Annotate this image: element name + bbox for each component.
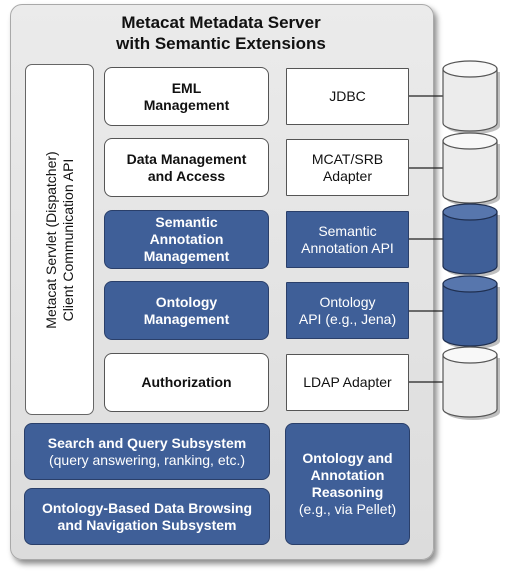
box-line: EML xyxy=(171,79,202,96)
semantic-annotation-management-box: Semantic Annotation Management xyxy=(104,210,269,269)
box-line: Ontology-Based Data Browsing xyxy=(41,499,253,516)
box-line: Authorization xyxy=(141,374,232,390)
title-line-1: Metacat Metadata Server xyxy=(121,13,321,32)
jdbc-adapter-box: JDBC xyxy=(286,68,409,125)
box-line: (e.g., via Pellet) xyxy=(298,501,397,517)
box-line: JDBC xyxy=(329,88,366,104)
box-line: Annotation xyxy=(310,467,385,483)
box-line: MCAT/SRB xyxy=(311,150,384,167)
data-management-box: Data Management and Access xyxy=(104,138,269,197)
mcat-srb-adapter-box: MCAT/SRB Adapter xyxy=(286,139,409,196)
box-line: Management xyxy=(143,96,230,113)
metacat-servlet-box: Metacat Servlet (Dispatcher) Client Comm… xyxy=(25,64,94,415)
authorization-box: Authorization xyxy=(104,353,269,412)
box-line: Semantic xyxy=(155,214,218,230)
box-line: Annotation xyxy=(149,231,224,247)
box-line: Annotation API xyxy=(301,239,394,256)
box-line: Ontology xyxy=(319,293,376,310)
ldap-database-icon xyxy=(442,346,500,420)
jdbc-database-icon xyxy=(442,60,500,134)
ontology-management-box: Ontology Management xyxy=(104,281,269,340)
ontology-api-box: Ontology API (e.g., Jena) xyxy=(286,282,409,339)
diagram-title: Metacat Metadata Server with Semantic Ex… xyxy=(10,12,432,54)
box-line: Management xyxy=(143,248,230,264)
box-line: LDAP Adapter xyxy=(303,374,392,390)
browsing-navigation-subsystem-box: Ontology-Based Data Browsing and Navigat… xyxy=(24,488,270,545)
title-line-2: with Semantic Extensions xyxy=(116,34,326,53)
search-query-subsystem-box: Search and Query Subsystem (query answer… xyxy=(24,423,270,480)
box-line: Data Management xyxy=(126,150,247,167)
ontology-database-icon xyxy=(442,275,500,349)
box-line: Ontology and xyxy=(302,450,393,466)
box-line: and Navigation Subsystem xyxy=(57,516,237,533)
box-line: API (e.g., Jena) xyxy=(298,310,397,327)
box-line: Ontology xyxy=(155,293,218,310)
box-line: Reasoning xyxy=(311,484,384,500)
box-line: Semantic xyxy=(318,222,377,239)
box-line: (query answering, ranking, etc.) xyxy=(48,451,246,468)
semantic-annotation-api-box: Semantic Annotation API xyxy=(286,211,409,268)
mcat-srb-database-icon xyxy=(442,132,500,206)
box-line: Management xyxy=(143,310,230,327)
box-line: and Access xyxy=(147,167,226,184)
eml-management-box: EML Management xyxy=(104,67,269,126)
ldap-adapter-box: LDAP Adapter xyxy=(286,354,409,411)
box-line: Adapter xyxy=(322,167,373,184)
ontology-reasoning-box: Ontology and Annotation Reasoning (e.g.,… xyxy=(285,423,410,545)
box-line: Search and Query Subsystem xyxy=(47,434,247,451)
semantic-annotation-database-icon xyxy=(442,203,500,277)
